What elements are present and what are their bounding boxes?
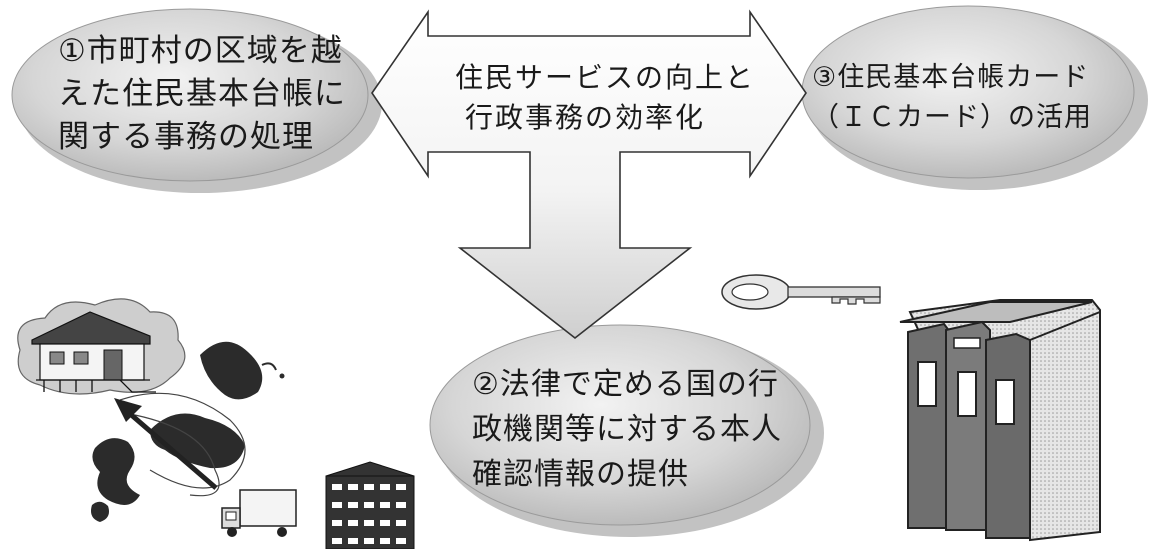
item-1-line-3: 関する事務の処理 (58, 119, 314, 155)
apartment-building-icon (325, 461, 415, 550)
oval-item-1 (11, 8, 382, 193)
truck-icon (221, 489, 297, 537)
oval-item-2 (429, 324, 824, 537)
item-1-line-1: ①市町村の区域を越 (58, 33, 343, 69)
item-1-text: ①市町村の区域を越 えた住民基本台帳に 関する事務の処理 (58, 30, 346, 159)
key-icon (721, 274, 881, 310)
binder-spine (907, 322, 951, 529)
item-2-line-3: 確認情報の提供 (472, 457, 689, 492)
three-way-arrow (371, 9, 807, 340)
item-2-text: ②法律で定める国の行 政機関等に対する本人 確認情報の提供 (472, 362, 782, 497)
binder-spine (985, 332, 1031, 539)
item-1-line-2: えた住民基本台帳に (58, 76, 346, 112)
ledger-binders-icon (899, 299, 1101, 542)
binder-spine (945, 320, 991, 531)
item-3-text: ③住民基本台帳カード （ＩＣカード）の活用 (812, 58, 1092, 138)
item-2-line-2: 政機関等に対する本人 (472, 412, 782, 447)
house-icon (31, 311, 156, 393)
arrow-icon (114, 398, 218, 490)
center-text: 住民サービスの向上と 行政事務の効率化 (455, 58, 756, 138)
item-3-line-2: （ＩＣカード）の活用 (812, 102, 1092, 133)
item-2-line-1: ②法律で定める国の行 (472, 367, 779, 402)
item-3-line-1: ③住民基本台帳カード (812, 62, 1090, 93)
relocation-illustration (17, 298, 415, 550)
oval-item-3 (801, 5, 1148, 190)
center-line-2: 行政事務の効率化 (464, 101, 705, 134)
center-line-1: 住民サービスの向上と (455, 61, 756, 94)
